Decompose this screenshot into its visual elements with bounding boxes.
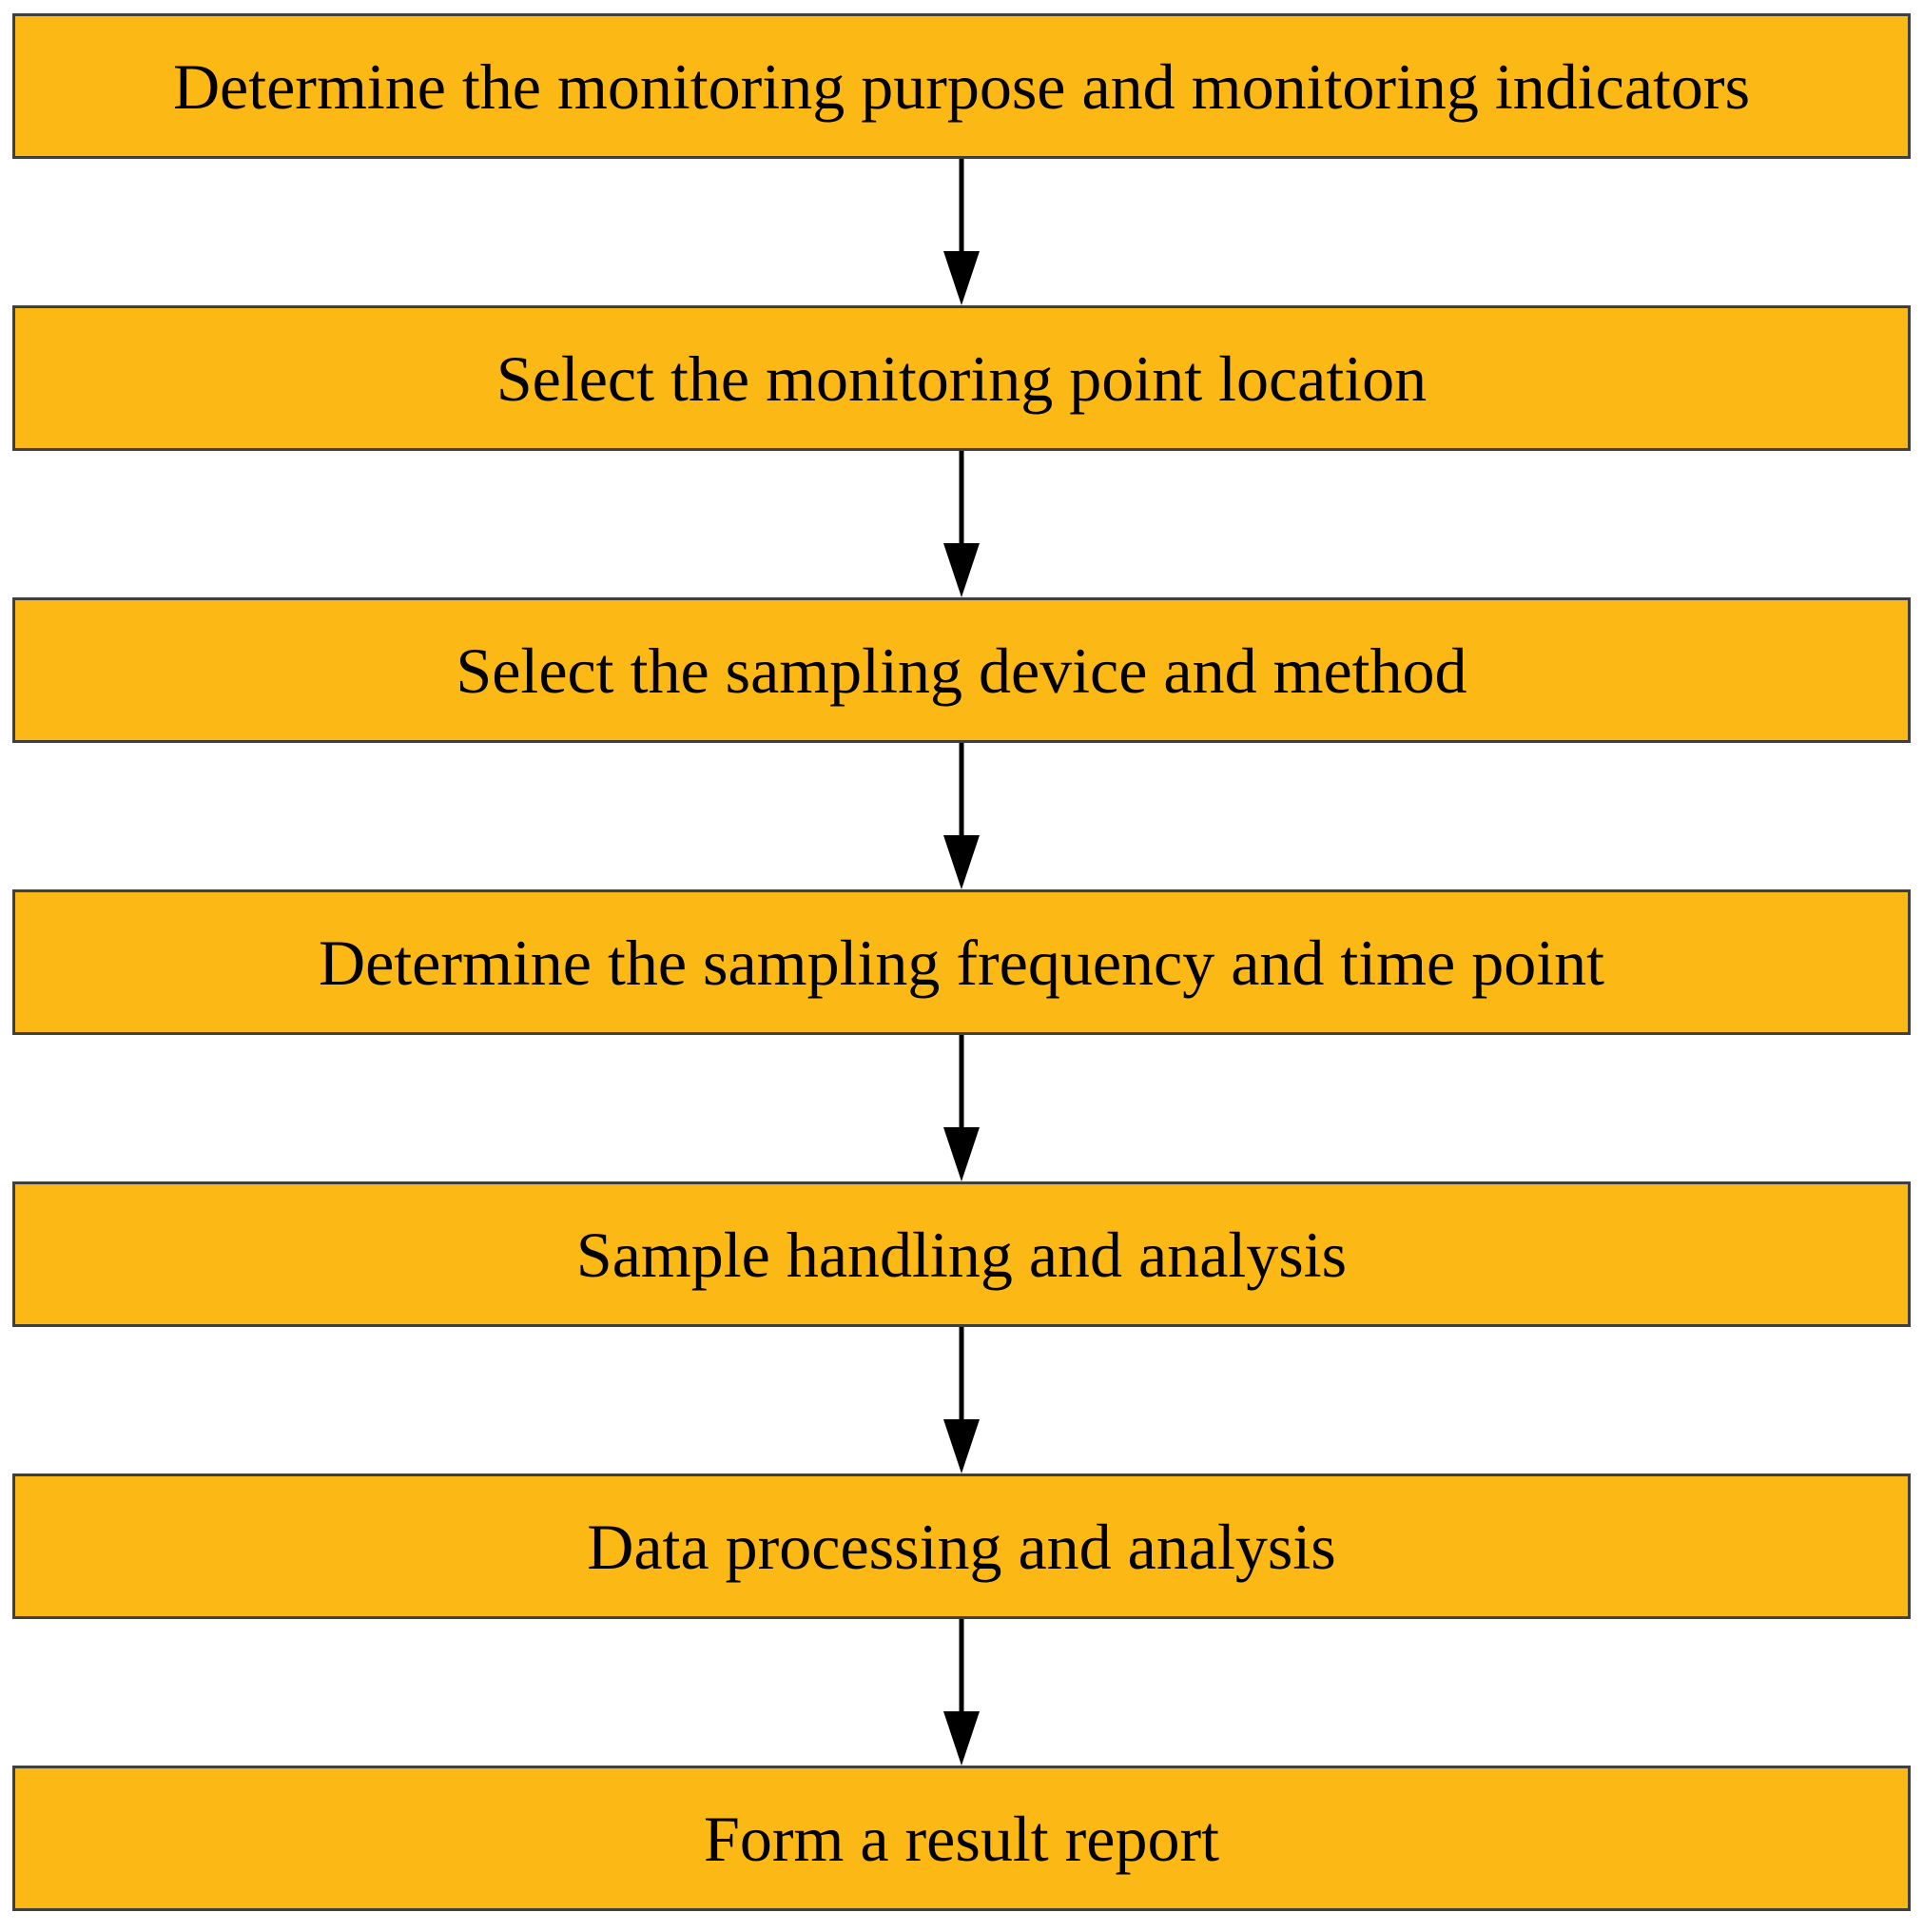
arrow-row [0,1327,1923,1473]
step-data-processing-analysis: Data processing and analysis [12,1473,1911,1619]
down-arrow-icon [943,1035,980,1181]
step-determine-monitoring-purpose: Determine the monitoring purpose and mon… [12,13,1911,159]
down-arrow-icon [943,159,980,305]
down-arrow-icon [943,1619,980,1766]
step-determine-sampling-frequency: Determine the sampling frequency and tim… [12,889,1911,1035]
arrow-row [0,1035,1923,1181]
step-sample-handling-analysis: Sample handling and analysis [12,1181,1911,1327]
down-arrow-icon [943,743,980,889]
step-select-sampling-device-method: Select the sampling device and method [12,597,1911,743]
down-arrow-icon [943,451,980,597]
down-arrow-icon [943,1327,980,1473]
arrow-row [0,1619,1923,1766]
arrow-row [0,159,1923,305]
arrow-row [0,451,1923,597]
arrow-row [0,743,1923,889]
step-form-result-report: Form a result report [12,1766,1911,1911]
step-select-monitoring-point-location: Select the monitoring point location [12,305,1911,451]
